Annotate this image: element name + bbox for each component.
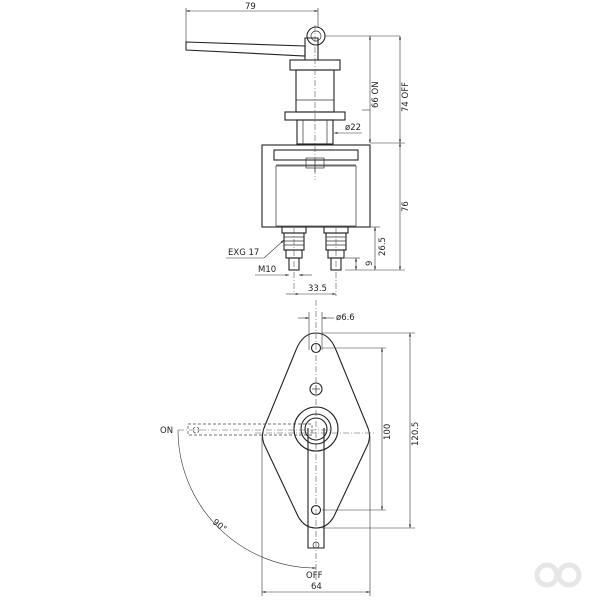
- dimension-74-off-label: 74 OFF: [401, 82, 411, 112]
- housing: [261, 144, 371, 228]
- label-off: OFF: [306, 571, 323, 581]
- central-boss: [293, 406, 339, 452]
- side-view: 79 ø22: [185, 2, 411, 296]
- angle-90-label: 90°: [210, 517, 228, 534]
- lever-on-position: [178, 423, 330, 436]
- label-on: ON: [160, 426, 173, 436]
- dimension-120-5: 120.5: [322, 332, 421, 529]
- dimension-dia-22-label: ø22: [345, 123, 361, 133]
- infinity-logo-icon: [534, 562, 582, 588]
- dimension-76-label: 76: [401, 201, 411, 212]
- dimension-79-label: 79: [245, 2, 256, 12]
- front-view: ø6.6: [160, 300, 421, 596]
- dimension-33-5: 33.5: [286, 284, 336, 296]
- dimension-dia-6-6: ø6.6: [298, 312, 355, 350]
- dimension-66-on: 66 ON: [325, 35, 400, 143]
- lever-off-position: [304, 417, 328, 549]
- dimension-26-5-label: 26.5: [378, 237, 388, 256]
- dimension-64-label: 64: [311, 582, 322, 592]
- label-m10: M10: [255, 265, 312, 277]
- label-exg-17-text: EXG 17: [228, 248, 259, 258]
- dimension-dia-22: ø22: [334, 123, 362, 135]
- dimension-100: 100: [322, 347, 393, 511]
- dimension-66-on-label: 66 ON: [371, 81, 381, 108]
- lever: [185, 26, 326, 61]
- dimension-120-5-label: 120.5: [411, 422, 421, 446]
- angle-90: 90°: [177, 429, 317, 570]
- dimension-64: 64: [261, 436, 371, 596]
- dimension-dia-6-6-label: ø6.6: [336, 313, 355, 323]
- label-m10-text: M10: [258, 265, 276, 275]
- shaft: [284, 25, 346, 180]
- dimension-9: 9: [345, 257, 375, 270]
- dimension-26-5: 26.5: [370, 226, 388, 270]
- terminal-left: [281, 226, 307, 294]
- dimension-9-label: 9: [365, 261, 375, 266]
- dimension-74-off: 74 OFF: [398, 36, 411, 143]
- terminal-right: [323, 226, 349, 296]
- dimension-33-5-label: 33.5: [308, 284, 327, 294]
- dimension-100-label: 100: [383, 424, 393, 440]
- label-exg-17: EXG 17: [226, 239, 285, 259]
